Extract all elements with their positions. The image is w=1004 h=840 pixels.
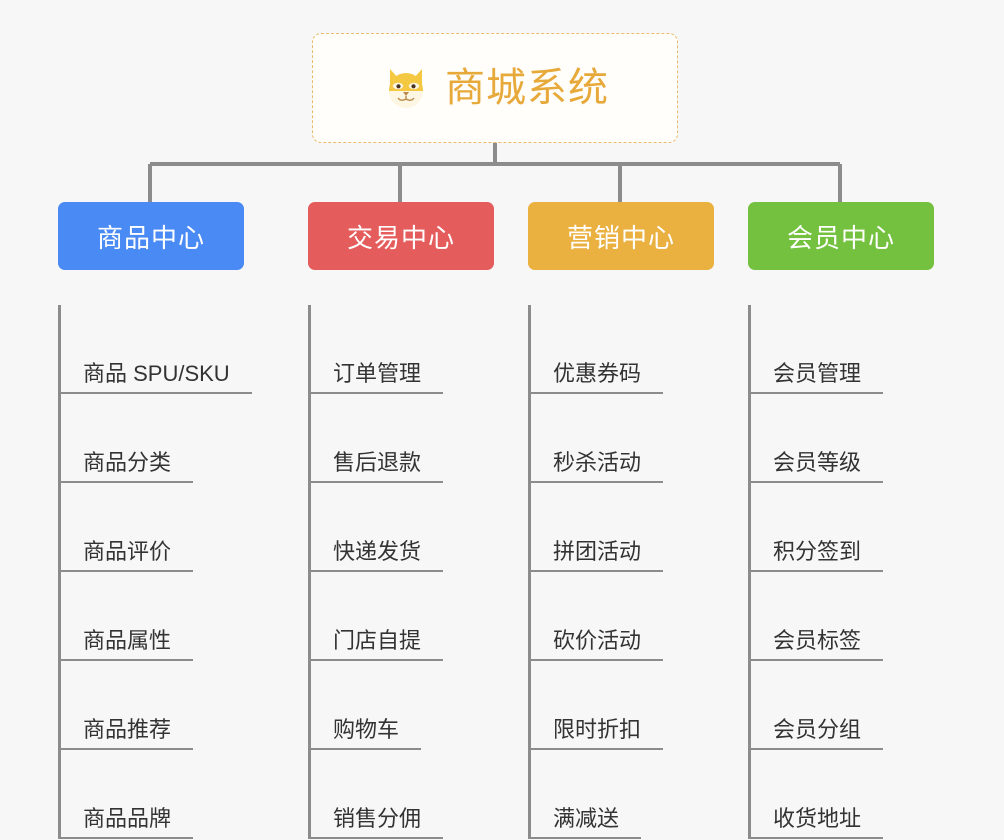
leaf-label: 商品推荐 [61, 717, 194, 750]
leaf-label: 优惠券码 [531, 361, 664, 394]
category-label: 营销中心 [566, 222, 675, 253]
leaf-item[interactable]: 销售分佣 [311, 750, 494, 839]
leaf-label: 快递发货 [311, 539, 444, 572]
category-header-member-center[interactable]: 会员中心 [748, 202, 934, 270]
leaf-label: 会员分组 [751, 717, 884, 750]
leaf-label: 会员等级 [751, 450, 884, 483]
column-member-center: 会员中心 会员管理 会员等级 积分签到 会员标签 会员分组 收货地址 [748, 202, 934, 839]
leaf-list-product-center: 商品 SPU/SKU 商品分类 商品评价 商品属性 商品推荐 商品品牌 [58, 305, 252, 839]
leaf-item[interactable]: 满减送 [531, 750, 714, 839]
column-trade-center: 交易中心 订单管理 售后退款 快递发货 门店自提 购物车 销售分佣 [308, 202, 494, 839]
leaf-label: 秒杀活动 [531, 450, 664, 483]
shiba-dog-face-icon [381, 63, 431, 113]
leaf-label: 商品评价 [61, 539, 194, 572]
leaf-label: 砍价活动 [531, 628, 664, 661]
leaf-label: 会员标签 [751, 628, 884, 661]
leaf-label: 积分签到 [751, 539, 884, 572]
leaf-label: 收货地址 [751, 806, 884, 839]
leaf-item[interactable]: 商品属性 [61, 572, 244, 661]
column-marketing-center: 营销中心 优惠券码 秒杀活动 拼团活动 砍价活动 限时折扣 满减送 [528, 202, 714, 839]
category-header-trade-center[interactable]: 交易中心 [308, 202, 494, 270]
leaf-item[interactable]: 订单管理 [311, 305, 494, 394]
leaf-item[interactable]: 收货地址 [751, 750, 934, 839]
category-label: 会员中心 [786, 222, 895, 253]
leaf-item[interactable]: 快递发货 [311, 483, 494, 572]
leaf-item[interactable]: 商品分类 [61, 394, 244, 483]
leaf-label: 会员管理 [751, 361, 884, 394]
column-product-center: 商品中心 商品 SPU/SKU 商品分类 商品评价 商品属性 商品推荐 商品品牌 [58, 202, 252, 839]
leaf-item[interactable]: 拼团活动 [531, 483, 714, 572]
leaf-item[interactable]: 商品评价 [61, 483, 244, 572]
leaf-list-trade-center: 订单管理 售后退款 快递发货 门店自提 购物车 销售分佣 [308, 305, 494, 839]
leaf-item[interactable]: 商品 SPU/SKU [61, 305, 252, 394]
leaf-label: 购物车 [311, 717, 422, 750]
leaf-label: 商品属性 [61, 628, 194, 661]
leaf-label: 拼团活动 [531, 539, 664, 572]
leaf-item[interactable]: 会员标签 [751, 572, 934, 661]
leaf-item[interactable]: 积分签到 [751, 483, 934, 572]
leaf-item[interactable]: 商品品牌 [61, 750, 244, 839]
leaf-label: 门店自提 [311, 628, 444, 661]
root-node[interactable]: 商城系统 [312, 33, 678, 143]
category-label: 交易中心 [346, 222, 455, 253]
leaf-item[interactable]: 会员等级 [751, 394, 934, 483]
category-label: 商品中心 [96, 222, 205, 253]
leaf-item[interactable]: 优惠券码 [531, 305, 714, 394]
leaf-item[interactable]: 会员分组 [751, 661, 934, 750]
category-header-marketing-center[interactable]: 营销中心 [528, 202, 714, 270]
leaf-label: 售后退款 [311, 450, 444, 483]
leaf-list-marketing-center: 优惠券码 秒杀活动 拼团活动 砍价活动 限时折扣 满减送 [528, 305, 714, 839]
leaf-label: 销售分佣 [311, 806, 444, 839]
category-header-product-center[interactable]: 商品中心 [58, 202, 244, 270]
leaf-label: 限时折扣 [531, 717, 664, 750]
leaf-item[interactable]: 购物车 [311, 661, 494, 750]
leaf-list-member-center: 会员管理 会员等级 积分签到 会员标签 会员分组 收货地址 [748, 305, 934, 839]
leaf-item[interactable]: 售后退款 [311, 394, 494, 483]
leaf-item[interactable]: 秒杀活动 [531, 394, 714, 483]
leaf-item[interactable]: 砍价活动 [531, 572, 714, 661]
leaf-label: 满减送 [531, 806, 642, 839]
leaf-item[interactable]: 门店自提 [311, 572, 494, 661]
leaf-label: 订单管理 [311, 361, 444, 394]
root-title: 商城系统 [445, 66, 609, 110]
leaf-label: 商品品牌 [61, 806, 194, 839]
leaf-item[interactable]: 商品推荐 [61, 661, 244, 750]
leaf-item[interactable]: 会员管理 [751, 305, 934, 394]
leaf-label: 商品 SPU/SKU [61, 361, 252, 394]
leaf-label: 商品分类 [61, 450, 194, 483]
leaf-item[interactable]: 限时折扣 [531, 661, 714, 750]
